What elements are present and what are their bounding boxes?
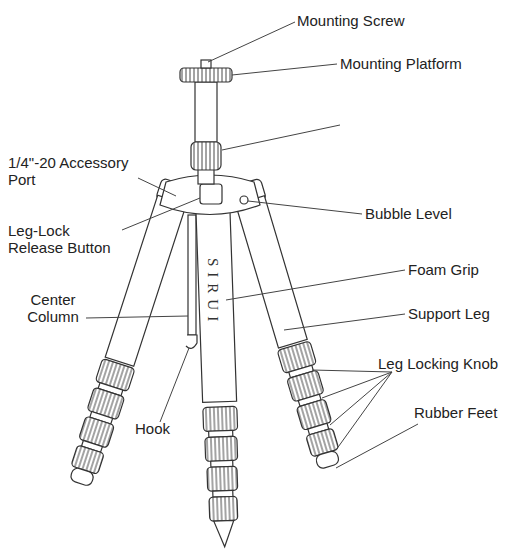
part-label: Support Leg [408,305,490,322]
part-label: Leg-Lock Release Button [8,222,120,256]
release-button [200,184,222,204]
column-lock-ring [191,142,221,170]
leader-lines [86,22,418,468]
part-label: Center Column [17,291,89,325]
hook-shape [186,335,197,348]
mounting-platform-shape [180,68,232,82]
part-label: 1/4"-20 Accessory Port [8,154,143,188]
brand-logo: SIRUI [204,258,221,327]
upper-column [195,82,217,142]
left-leg [64,178,194,489]
part-label: Mounting Platform [340,55,462,72]
part-label: Bubble Level [365,205,452,222]
part-label: Hook [135,420,170,437]
part-label: Foam Grip [408,261,479,278]
middle-leg [196,211,242,547]
bubble-level-shape [240,196,248,204]
part-label: Mounting Screw [297,12,405,29]
part-label: Leg Locking Knob [378,355,498,372]
part-label: Rubber Feet [414,404,497,421]
center-column [188,215,196,335]
